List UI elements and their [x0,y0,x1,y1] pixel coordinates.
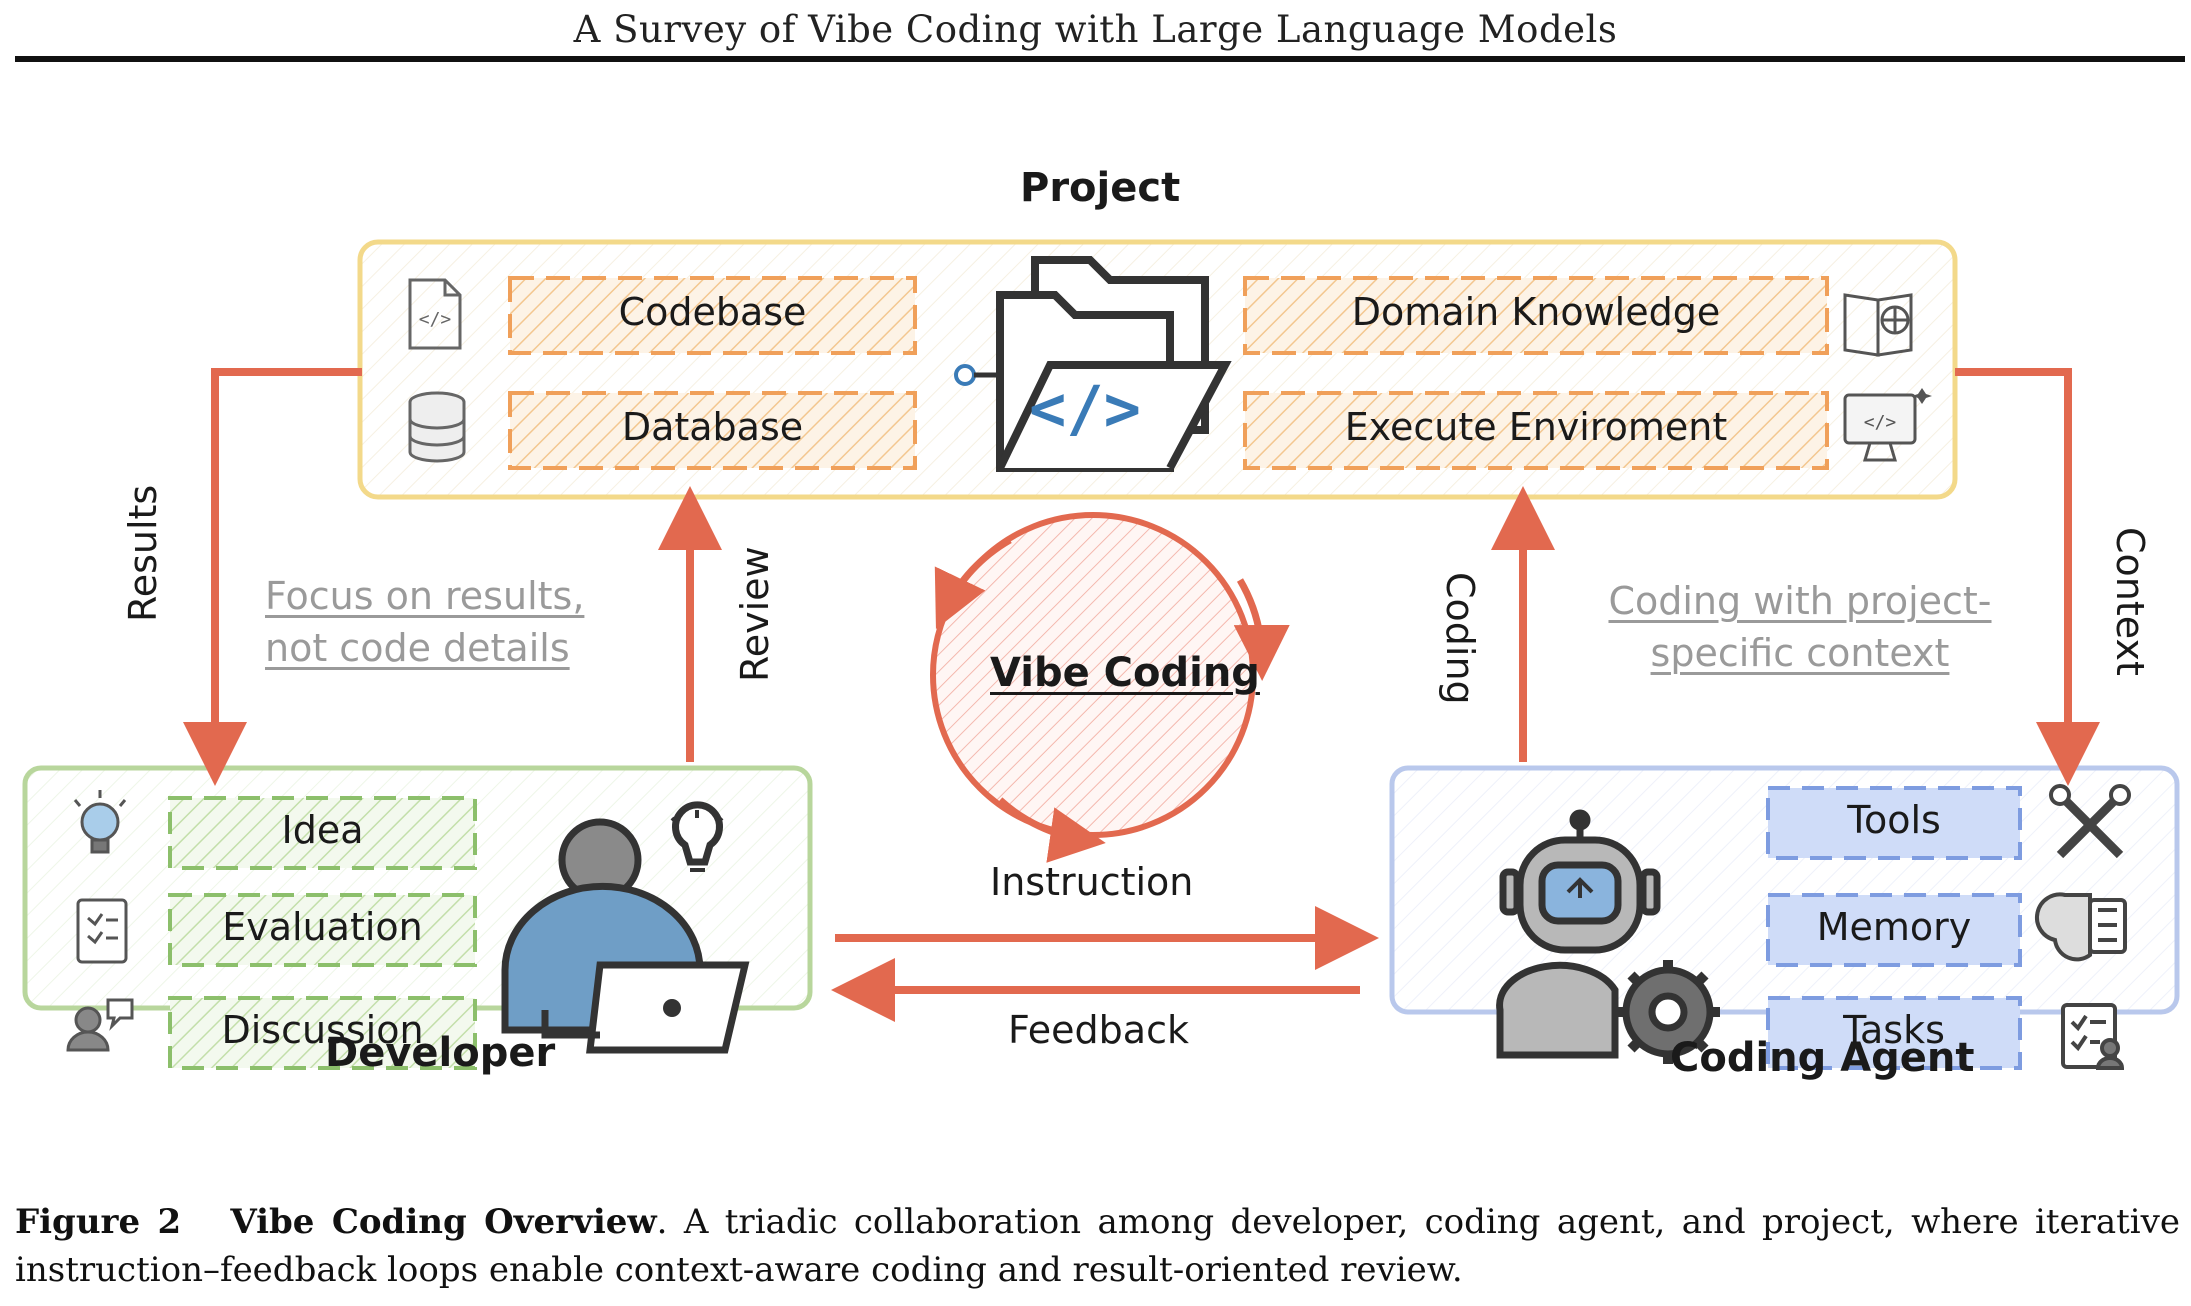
svg-text:</>: </> [1029,372,1141,445]
project-item-database: Database [621,405,804,449]
developer-note: Focus on results, not code details [265,574,585,670]
caption-label: Figure 2 [15,1202,182,1242]
code-file-icon: </> [408,278,462,350]
monitor-code-icon: </> [1843,388,1932,462]
project-title: Project [1020,165,1181,211]
project-item-execute-environment: Execute Enviroment [1344,405,1728,449]
arrow-results [183,368,362,786]
agent-item-tasks: Tasks [1843,1008,1945,1052]
agent-item-memory: Memory [1816,905,1972,949]
caption-title: Vibe Coding Overview [230,1202,657,1242]
caption-text: . A triadic collaboration among develope… [15,1202,2180,1290]
agent-item-box-memory [1766,893,2022,967]
lightbulb-icon [73,790,127,854]
memory-brain-icon [2034,892,2127,962]
agent-item-box-tools [1766,786,2022,860]
project-item-codebase: Codebase [618,290,807,334]
developer-person-icon [501,801,750,1054]
tasks-clipboard-icon [2061,1003,2125,1070]
flow-label-context: Context [2108,527,2152,676]
vibe-loop-arrow-left [934,536,1012,629]
developer-item-box-idea [168,796,477,870]
agent-note: Coding with project-specific context [1608,579,1992,675]
header-rule [15,56,2185,62]
agent-title: Coding Agent [1670,1035,1975,1081]
flow-label-instruction: Instruction [990,860,1194,904]
vibe-loop-arrow-right [1233,578,1290,681]
flow-label-feedback: Feedback [1008,1008,1189,1052]
figure-vibe-coding-overview: </> </> [0,150,2191,1190]
vibe-loop-arrow-bottom [997,797,1106,863]
agent-item-box-tasks-real [1766,996,2022,1070]
developer-item-box-evaluation [168,893,477,967]
project-item-box-domain [1243,276,1829,355]
agent-item-tools: Tools [1847,798,1941,842]
developer-item-discussion: Discussion [221,1008,424,1052]
knowledge-globe-icon [1843,293,1913,357]
developer-item-idea: Idea [281,808,364,852]
tools-wrench-icon [2049,784,2131,859]
project-item-box-database [508,391,917,470]
svg-text:</>: </> [1864,412,1897,433]
project-item-domain-knowledge: Domain Knowledge [1351,290,1721,334]
folder-code-icon: </> [954,256,1232,472]
vibe-coding-label: Vibe Coding [990,650,1260,696]
flow-label-review: Review [733,546,777,682]
project-item-box-codebase [508,276,917,355]
checklist-icon [76,898,128,964]
gear-icon [1616,960,1720,1064]
developer-item-box-discussion [168,996,477,1070]
developer-item-evaluation: Evaluation [222,905,423,949]
discussion-people-icon [66,998,134,1052]
running-head: A Survey of Vibe Coding with Large Langu… [573,8,1618,51]
database-icon [408,391,466,463]
arrow-context [1955,368,2100,786]
svg-text:</>: </> [419,309,452,330]
flow-label-results: Results [121,484,165,622]
figure-graphics: </> </> [22,239,2180,1070]
figure-caption: Figure 2 Vibe Coding Overview. A triadic… [15,1198,2180,1294]
robot-icon [1496,809,1661,1059]
flow-label-coding: Coding [1438,572,1482,705]
developer-title: Developer [325,1030,556,1076]
project-item-box-env [1243,391,1829,470]
